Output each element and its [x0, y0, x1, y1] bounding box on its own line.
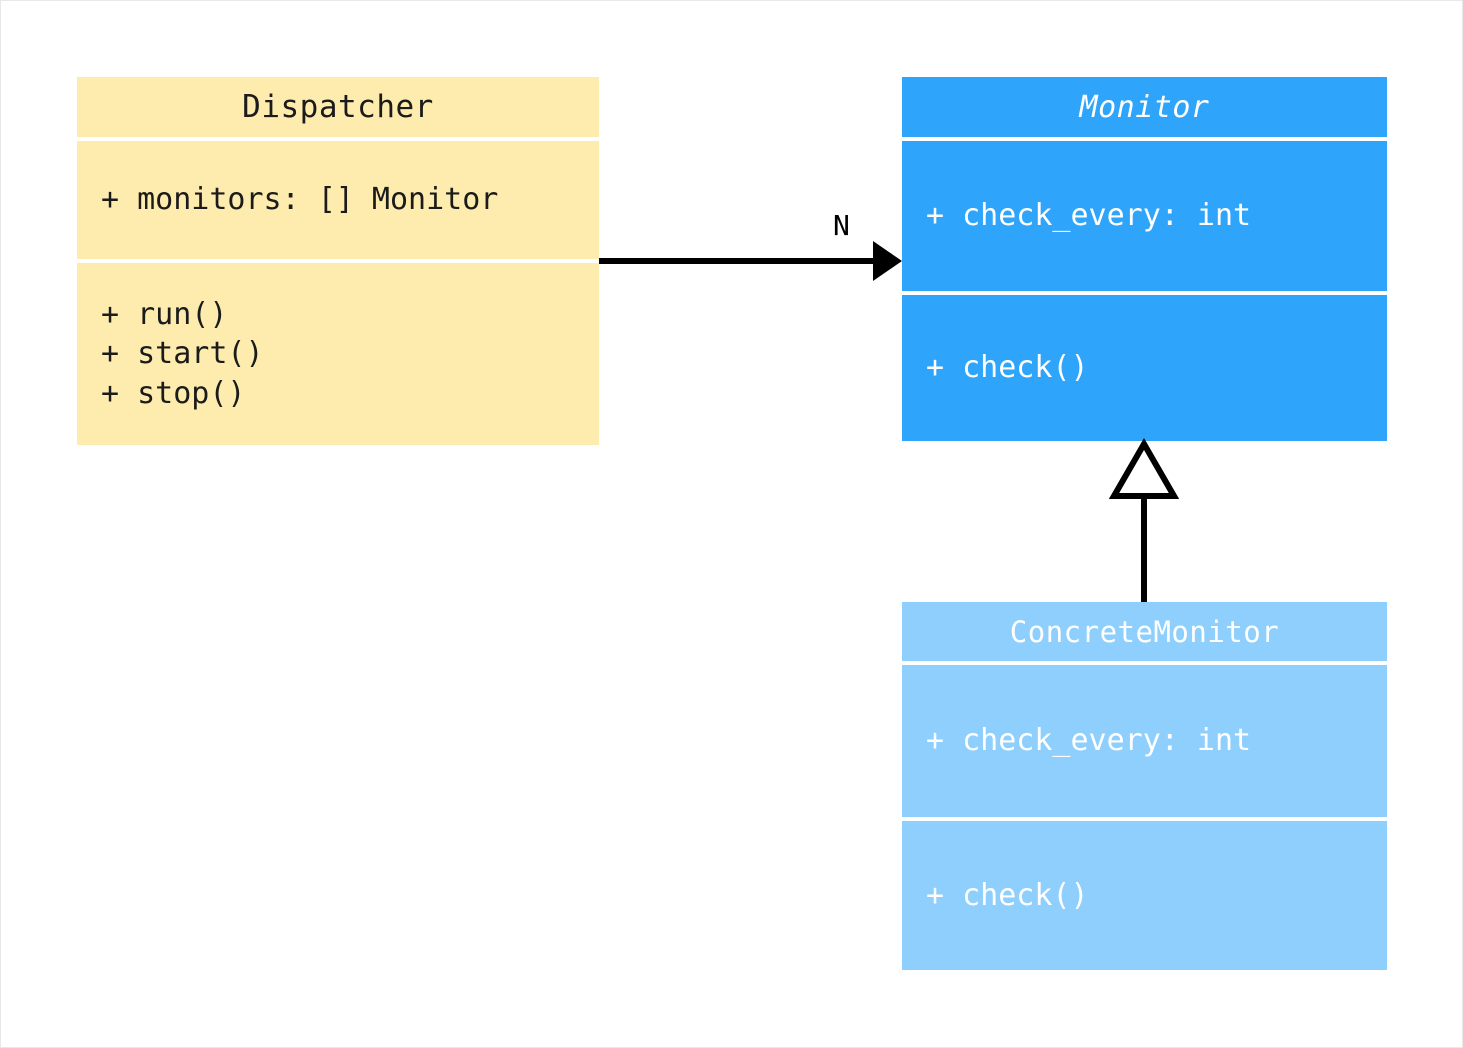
class-box-dispatcher[interactable]: Dispatcher + monitors: [] Monitor + run(…	[77, 77, 599, 445]
attribute-list-concrete-monitor: + check_every: int	[926, 723, 1252, 759]
class-attributes-concrete-monitor: + check_every: int	[902, 665, 1387, 817]
association-arrowhead-filled-triangle	[873, 241, 902, 281]
class-name-concrete-monitor: ConcreteMonitor	[1009, 614, 1280, 649]
class-header-concrete-monitor: ConcreteMonitor	[902, 602, 1387, 661]
method-list-monitor: + check()	[926, 350, 1089, 386]
class-header-dispatcher: Dispatcher	[77, 77, 599, 137]
class-box-concrete-monitor[interactable]: ConcreteMonitor + check_every: int + che…	[902, 602, 1387, 970]
class-name-dispatcher: Dispatcher	[242, 89, 434, 125]
attribute-list-monitor: + check_every: int	[926, 198, 1252, 234]
generalization-concrete-monitor	[1108, 437, 1180, 602]
class-methods-concrete-monitor: + check()	[902, 821, 1387, 970]
class-name-monitor: Monitor	[1079, 89, 1210, 125]
class-box-monitor[interactable]: Monitor + check_every: int + check()	[902, 77, 1387, 441]
attribute-list-dispatcher: + monitors: [] Monitor	[101, 182, 499, 218]
class-header-monitor: Monitor	[902, 77, 1387, 137]
association-multiplicity-label: N	[833, 209, 850, 242]
class-methods-dispatcher: + run() + start() + stop()	[77, 263, 599, 445]
association-dispatcher-monitor	[599, 241, 902, 281]
class-attributes-monitor: + check_every: int	[902, 141, 1387, 291]
method-list-concrete-monitor: + check()	[926, 877, 1089, 913]
method-list-dispatcher: + run() + start() + stop()	[101, 296, 264, 411]
generalization-arrowhead-hollow-triangle	[1108, 437, 1180, 499]
class-methods-monitor: + check()	[902, 295, 1387, 441]
class-attributes-dispatcher: + monitors: [] Monitor	[77, 141, 599, 259]
